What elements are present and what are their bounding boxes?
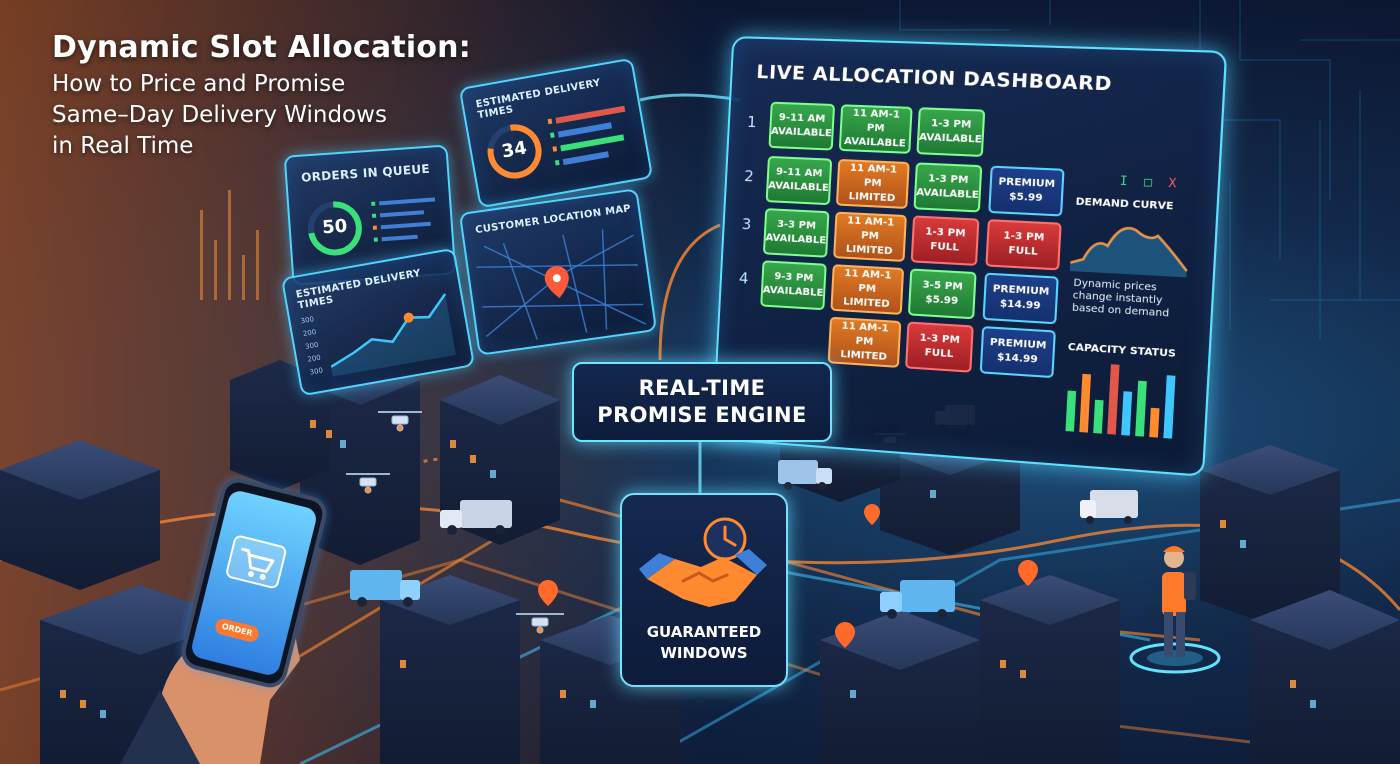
capacity-bar — [1107, 364, 1120, 435]
capacity-status-title: CAPACITY STATUS — [1067, 341, 1177, 360]
dashboard-title: LIVE ALLOCATION DASHBOARD — [755, 60, 1113, 96]
capacity-bar — [1065, 390, 1077, 432]
promise-engine-box: REAL-TIME PROMISE ENGINE — [572, 362, 832, 442]
trend-line-icon — [330, 293, 456, 377]
demand-curve-chart — [1069, 213, 1192, 278]
queue-bars-icon — [371, 197, 436, 242]
guaranteed-windows-box: GUARANTEED WINDOWS — [620, 493, 788, 687]
map-graphic — [476, 229, 647, 340]
courier-figure — [1129, 546, 1221, 674]
cart-icon — [226, 535, 287, 589]
demand-curve-note: Dynamic prices change instantly based on… — [1071, 277, 1170, 320]
slot-r2-c4[interactable]: PREMIUM$5.99 — [988, 165, 1065, 217]
order-button[interactable]: ORDER — [213, 617, 261, 644]
maximize-icon[interactable]: □ — [1143, 174, 1153, 190]
capacity-bar — [1135, 380, 1147, 437]
est-delivery-left-panel: ESTIMATED DELIVERY TIMES 300 200 300 200… — [280, 247, 476, 397]
capacity-bar — [1121, 391, 1133, 436]
slot-r4-c4[interactable]: PREMIUM$14.99 — [982, 272, 1059, 325]
phone-screen: ORDER — [189, 488, 319, 678]
headline: Dynamic Slot Allocation: How to Price an… — [52, 30, 522, 162]
capacity-status-chart — [1065, 364, 1176, 439]
demand-curve-title: DEMAND CURVE — [1075, 196, 1174, 213]
est-bars-icon — [547, 105, 626, 166]
orders-queue-panel: ORDERS IN QUEUE 50 — [283, 144, 457, 286]
axis-ticks: 300 200 300 200 300 — [300, 315, 324, 377]
queue-gauge-icon — [307, 201, 362, 256]
customer-phone: ORDER — [177, 474, 331, 692]
capacity-bar — [1149, 407, 1160, 438]
window-controls: I □ X — [1119, 173, 1176, 190]
location-pins — [538, 504, 1038, 648]
engine-line-2: PROMISE ENGINE — [597, 403, 807, 427]
orders-queue-title: ORDERS IN QUEUE — [300, 161, 431, 185]
row-number-3: 3 — [741, 214, 752, 234]
row-number-1: 1 — [746, 112, 758, 132]
headline-subtitle: How to Price and Promise Same–Day Delive… — [52, 69, 522, 162]
subtitle-line-3: in Real Time — [52, 133, 194, 159]
capacity-bar — [1163, 375, 1176, 439]
queue-count: 50 — [321, 215, 348, 239]
capacity-bar — [1079, 373, 1092, 433]
slot-r4-c3[interactable]: 3-5 PM$5.99 — [907, 268, 977, 320]
guaranteed-windows-label: GUARANTEED WINDOWS — [646, 623, 762, 662]
headline-title: Dynamic Slot Allocation: — [52, 30, 471, 65]
subtitle-line-1: How to Price and Promise — [52, 71, 346, 97]
subtitle-line-2: Same–Day Delivery Windows — [52, 102, 387, 128]
slot-r5-c4[interactable]: PREMIUM$14.99 — [979, 326, 1056, 379]
minimize-icon[interactable]: I — [1119, 173, 1128, 189]
close-icon[interactable]: X — [1168, 175, 1177, 191]
row-number-2: 2 — [743, 166, 755, 186]
est-gauge-icon — [487, 124, 542, 179]
est-delivery-top-panel: ESTIMATED DELIVERY TIMES 34 — [458, 57, 654, 209]
engine-line-1: REAL-TIME — [638, 376, 766, 400]
capacity-bar — [1093, 399, 1104, 434]
row-number-4: 4 — [738, 269, 749, 288]
customer-map-panel: CUSTOMER LOCATION MAP — [458, 188, 658, 356]
handshake-clock-icon — [639, 517, 767, 607]
allocation-dashboard: LIVE ALLOCATION DASHBOARD I □ X 1 2 3 4 … — [711, 36, 1228, 477]
